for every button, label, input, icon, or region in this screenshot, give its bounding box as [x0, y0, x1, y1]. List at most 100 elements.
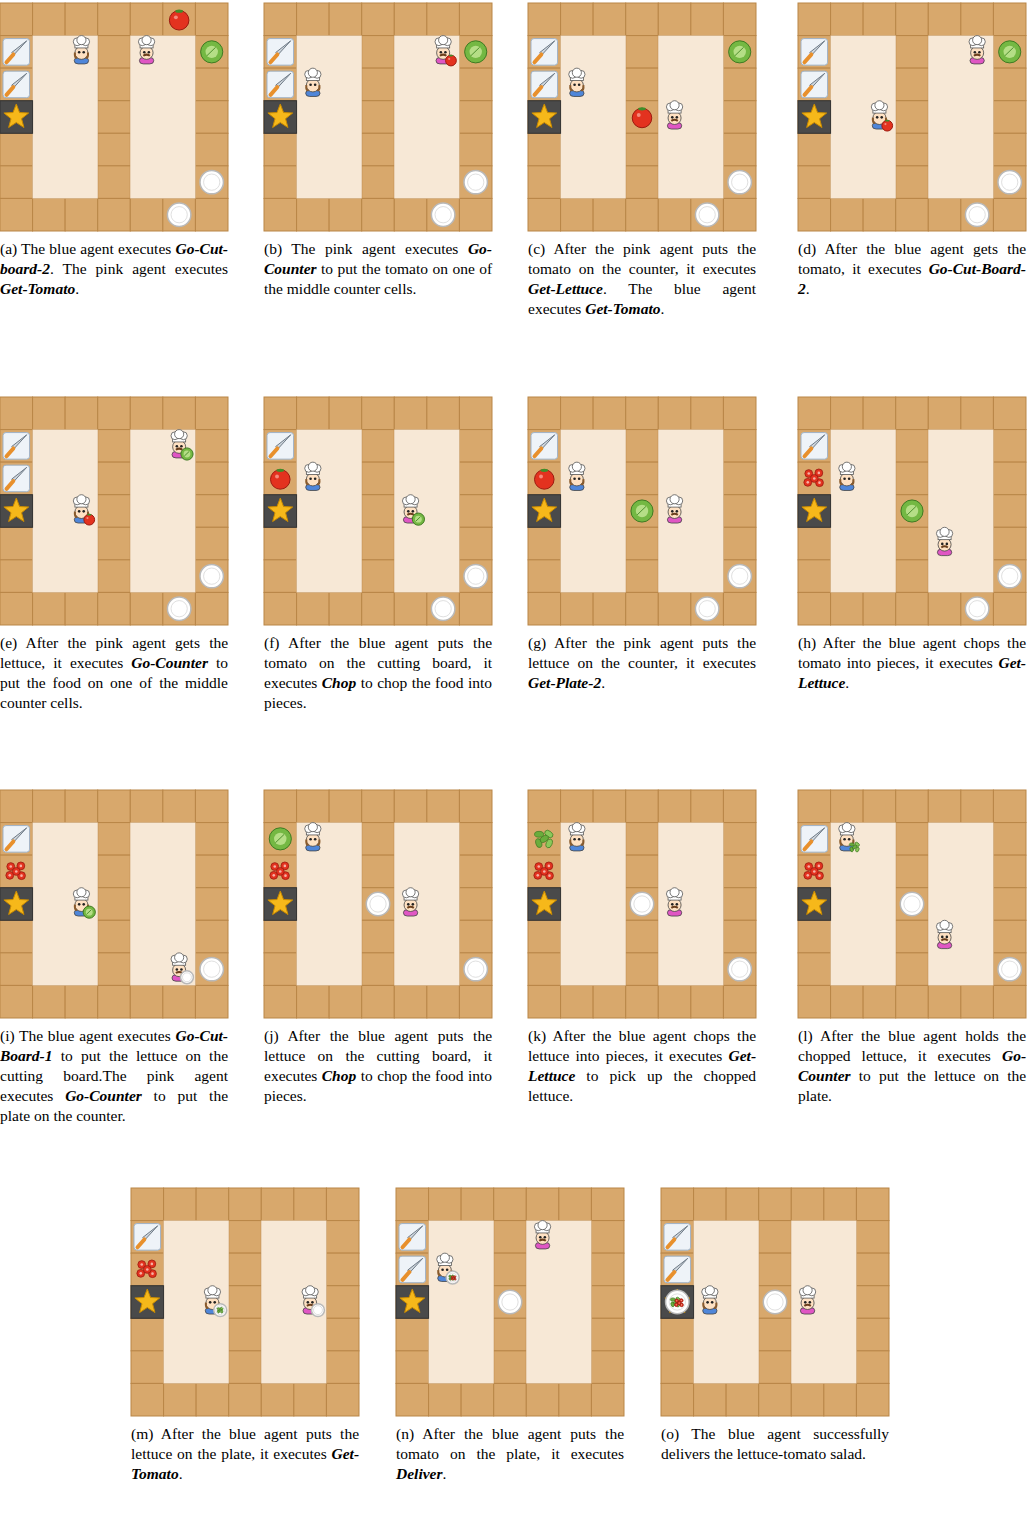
caption-text: [305, 1047, 317, 1064]
counter-cell: [856, 1253, 889, 1286]
knife-handle: [271, 54, 278, 62]
chef-eye: [676, 116, 679, 119]
chef-eye: [671, 510, 674, 513]
counter-cell: [264, 101, 297, 134]
chef-eye: [711, 1301, 714, 1304]
caption-text: [845, 260, 852, 277]
caption-text: [127, 1067, 147, 1084]
caption-text: (d): [798, 240, 816, 257]
delivery-star: [532, 891, 557, 915]
caption-text: [333, 260, 337, 277]
caption-text: [365, 654, 377, 671]
counter-cell: [863, 397, 896, 430]
delivery-star: [268, 498, 293, 522]
counter-cell: [661, 1318, 694, 1351]
caption-text: the: [340, 1425, 359, 1442]
tomato-seed: [453, 1277, 455, 1279]
tomato-piece: [810, 868, 818, 876]
floor: [561, 36, 626, 199]
counter-cell: [33, 198, 66, 231]
caption-text: [993, 654, 999, 671]
counter-cell: [928, 985, 961, 1018]
caption-text: .: [442, 1465, 446, 1482]
caption-text: of: [139, 674, 152, 691]
counter-cell: [993, 3, 1026, 36]
chef-mustache: [176, 449, 183, 450]
tomato-seed: [548, 865, 551, 868]
chef-eye: [809, 1301, 812, 1304]
caption-text: (n): [396, 1425, 414, 1442]
counter-cell: [528, 495, 561, 528]
knife-handle: [271, 87, 278, 95]
counter-cell: [494, 1188, 527, 1221]
caption-text: [123, 260, 132, 277]
caption-text: pink: [147, 1067, 175, 1084]
caption-text: [826, 1445, 830, 1462]
counter-cell: [362, 527, 395, 560]
counter-cell: [896, 855, 929, 888]
chef-hat: [940, 527, 949, 536]
caption-text: pieces,: [877, 654, 920, 671]
caption-text: [495, 1445, 506, 1462]
counter-cell: [896, 985, 929, 1018]
caption-text: lettuce,: [0, 654, 45, 671]
counter-cell: [626, 790, 659, 823]
caption-text: puts: [438, 634, 464, 651]
chef-eye: [578, 838, 581, 841]
floor: [658, 430, 723, 593]
caption-text: the: [346, 654, 365, 671]
caption-text: [356, 1067, 360, 1084]
chef-eye: [946, 936, 949, 939]
counter-cell: [326, 1286, 359, 1319]
counter-cell: [65, 3, 98, 36]
caption-text: agent: [528, 1425, 562, 1442]
caption-text: agent: [362, 240, 396, 257]
counter-cell: [294, 1383, 327, 1416]
counter-cell: [591, 1351, 624, 1384]
caption-text: [381, 260, 385, 277]
caption-text: [816, 634, 822, 651]
counter-cell: [98, 888, 131, 921]
caption-text: [193, 1445, 198, 1462]
caption-text: [439, 1445, 450, 1462]
caption-text: [841, 654, 847, 671]
caption-text: (o): [661, 1425, 679, 1442]
caption-text: holds: [965, 1027, 999, 1044]
caption-text: [899, 1067, 907, 1084]
counter-cell: [591, 1383, 624, 1416]
caption-text: [915, 1027, 923, 1044]
caption-text: the: [197, 1445, 216, 1462]
caption-text: on: [185, 1047, 201, 1064]
caption-text: executes: [117, 1027, 170, 1044]
tomato-seed: [8, 874, 11, 877]
counter-cell: [195, 430, 228, 463]
caption-text: board.The: [63, 1067, 126, 1084]
caption-text: After: [553, 240, 586, 257]
counter-cell: [394, 592, 427, 625]
caption-text: blue: [894, 240, 921, 257]
caption-text: executes: [669, 1047, 722, 1064]
knife-handle: [668, 1239, 675, 1247]
chef-eye: [213, 1301, 216, 1304]
caption-text: [171, 240, 175, 257]
caption: (k) After the blue agent chops the lettu…: [528, 1026, 756, 1106]
plate-rim: [1002, 568, 1018, 584]
plate-rim: [468, 174, 484, 190]
cutting-board: [801, 433, 828, 460]
counter-cell: [264, 855, 297, 888]
caption-text: [678, 654, 686, 671]
caption-text: delivers: [661, 1445, 710, 1462]
game-panel: [264, 790, 492, 1018]
chef-hair: [570, 85, 583, 90]
floor: [130, 36, 195, 199]
caption-text: agent: [930, 240, 964, 257]
game-panel: [0, 790, 228, 1018]
caption-text: plate,: [506, 1445, 540, 1462]
counter-cell: [98, 36, 131, 69]
counter-cell: [626, 985, 659, 1018]
counter-cell: [856, 1383, 889, 1416]
lettuce-core: [274, 833, 286, 845]
counter-cell: [723, 166, 756, 199]
cutting-board: [399, 1224, 426, 1251]
